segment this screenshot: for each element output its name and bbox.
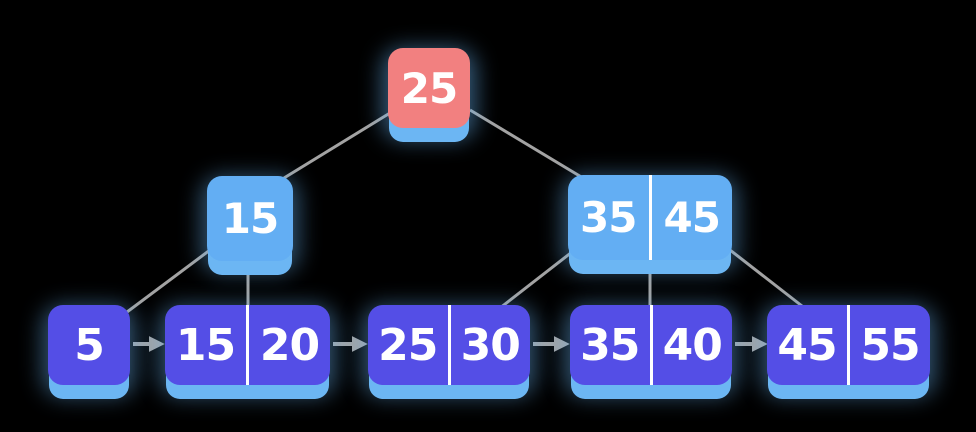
key-cell: 45 — [648, 175, 733, 260]
key-label: 45 — [663, 193, 721, 242]
edge-root-to-internal-15 — [283, 111, 391, 180]
key-cell: 40 — [649, 305, 733, 385]
key-label: 35 — [580, 319, 640, 371]
key-cell: 45 — [767, 305, 847, 385]
key-cell: 20 — [246, 305, 330, 385]
key-cell: 30 — [447, 305, 531, 385]
key-label: 25 — [378, 319, 438, 371]
leaf-node-25-30: 25 30 — [368, 305, 530, 385]
key-cell: 25 — [388, 48, 470, 128]
key-label: 15 — [221, 194, 279, 243]
key-cell: 55 — [847, 305, 930, 385]
key-cell: 35 — [568, 175, 649, 260]
key-label: 55 — [860, 319, 920, 371]
key-cell: 15 — [207, 176, 293, 261]
edge-internal-35-45-to-leaf-25-30 — [499, 250, 573, 310]
key-label: 30 — [460, 319, 521, 371]
key-label: 45 — [777, 319, 837, 371]
key-label: 40 — [662, 319, 723, 371]
leaf-node-15-20: 15 20 — [165, 305, 330, 385]
edge-internal-35-45-to-leaf-45-55 — [729, 248, 803, 308]
root-node: 25 — [388, 48, 470, 128]
key-cell: 35 — [570, 305, 650, 385]
key-label: 15 — [175, 319, 236, 371]
internal-node-35-45: 35 45 — [568, 175, 732, 260]
key-label: 20 — [259, 319, 320, 371]
leaf-node-45-55: 45 55 — [767, 305, 930, 385]
edge-root-to-internal-35-45 — [469, 108, 584, 180]
internal-node-15: 15 — [207, 176, 293, 261]
leaf-node-35-40: 35 40 — [570, 305, 732, 385]
key-label: 5 — [74, 319, 105, 371]
key-cell: 25 — [368, 305, 448, 385]
leaf-node-5: 5 — [48, 305, 130, 385]
key-cell: 15 — [165, 305, 246, 385]
edge-internal-15-to-leaf-5 — [126, 248, 211, 314]
key-cell: 5 — [48, 305, 130, 385]
key-label: 35 — [580, 193, 637, 242]
key-label: 25 — [400, 63, 458, 113]
